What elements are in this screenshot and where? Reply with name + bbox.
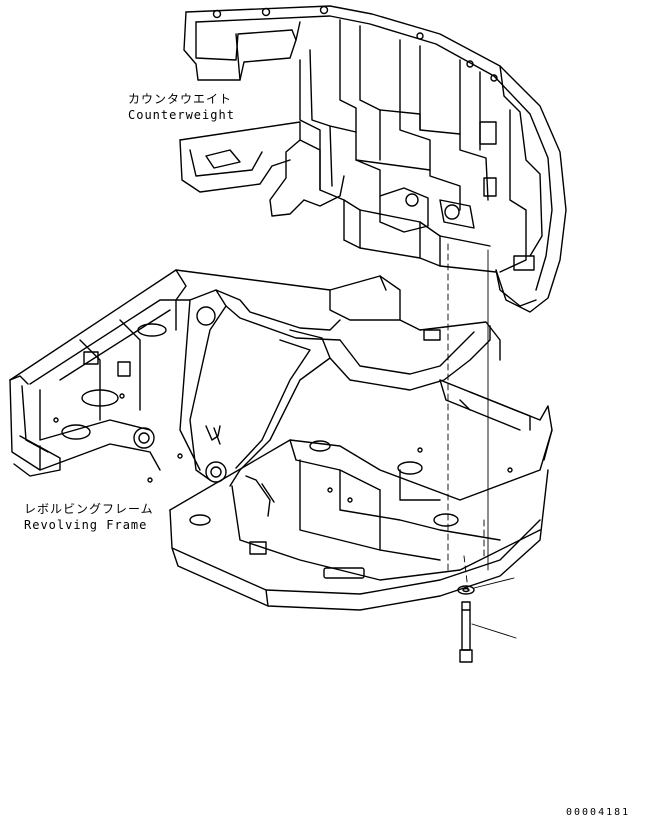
bolt-part <box>459 601 473 663</box>
revolving-frame-label-en: Revolving Frame <box>24 518 148 532</box>
counterweight-label-en: Counterweight <box>128 108 235 122</box>
revolving-frame-part <box>9 269 553 611</box>
washer-part <box>457 585 475 595</box>
alignment-lines <box>447 243 489 591</box>
bolt-leader <box>471 623 517 639</box>
document-number: 00004181 <box>566 807 631 818</box>
counterweight-label-jp: カウンタウエイト <box>128 92 233 106</box>
washer-leader <box>473 577 515 589</box>
counterweight-part <box>179 5 567 313</box>
revolving-frame-label-jp: レボルビングフレーム <box>24 502 154 516</box>
